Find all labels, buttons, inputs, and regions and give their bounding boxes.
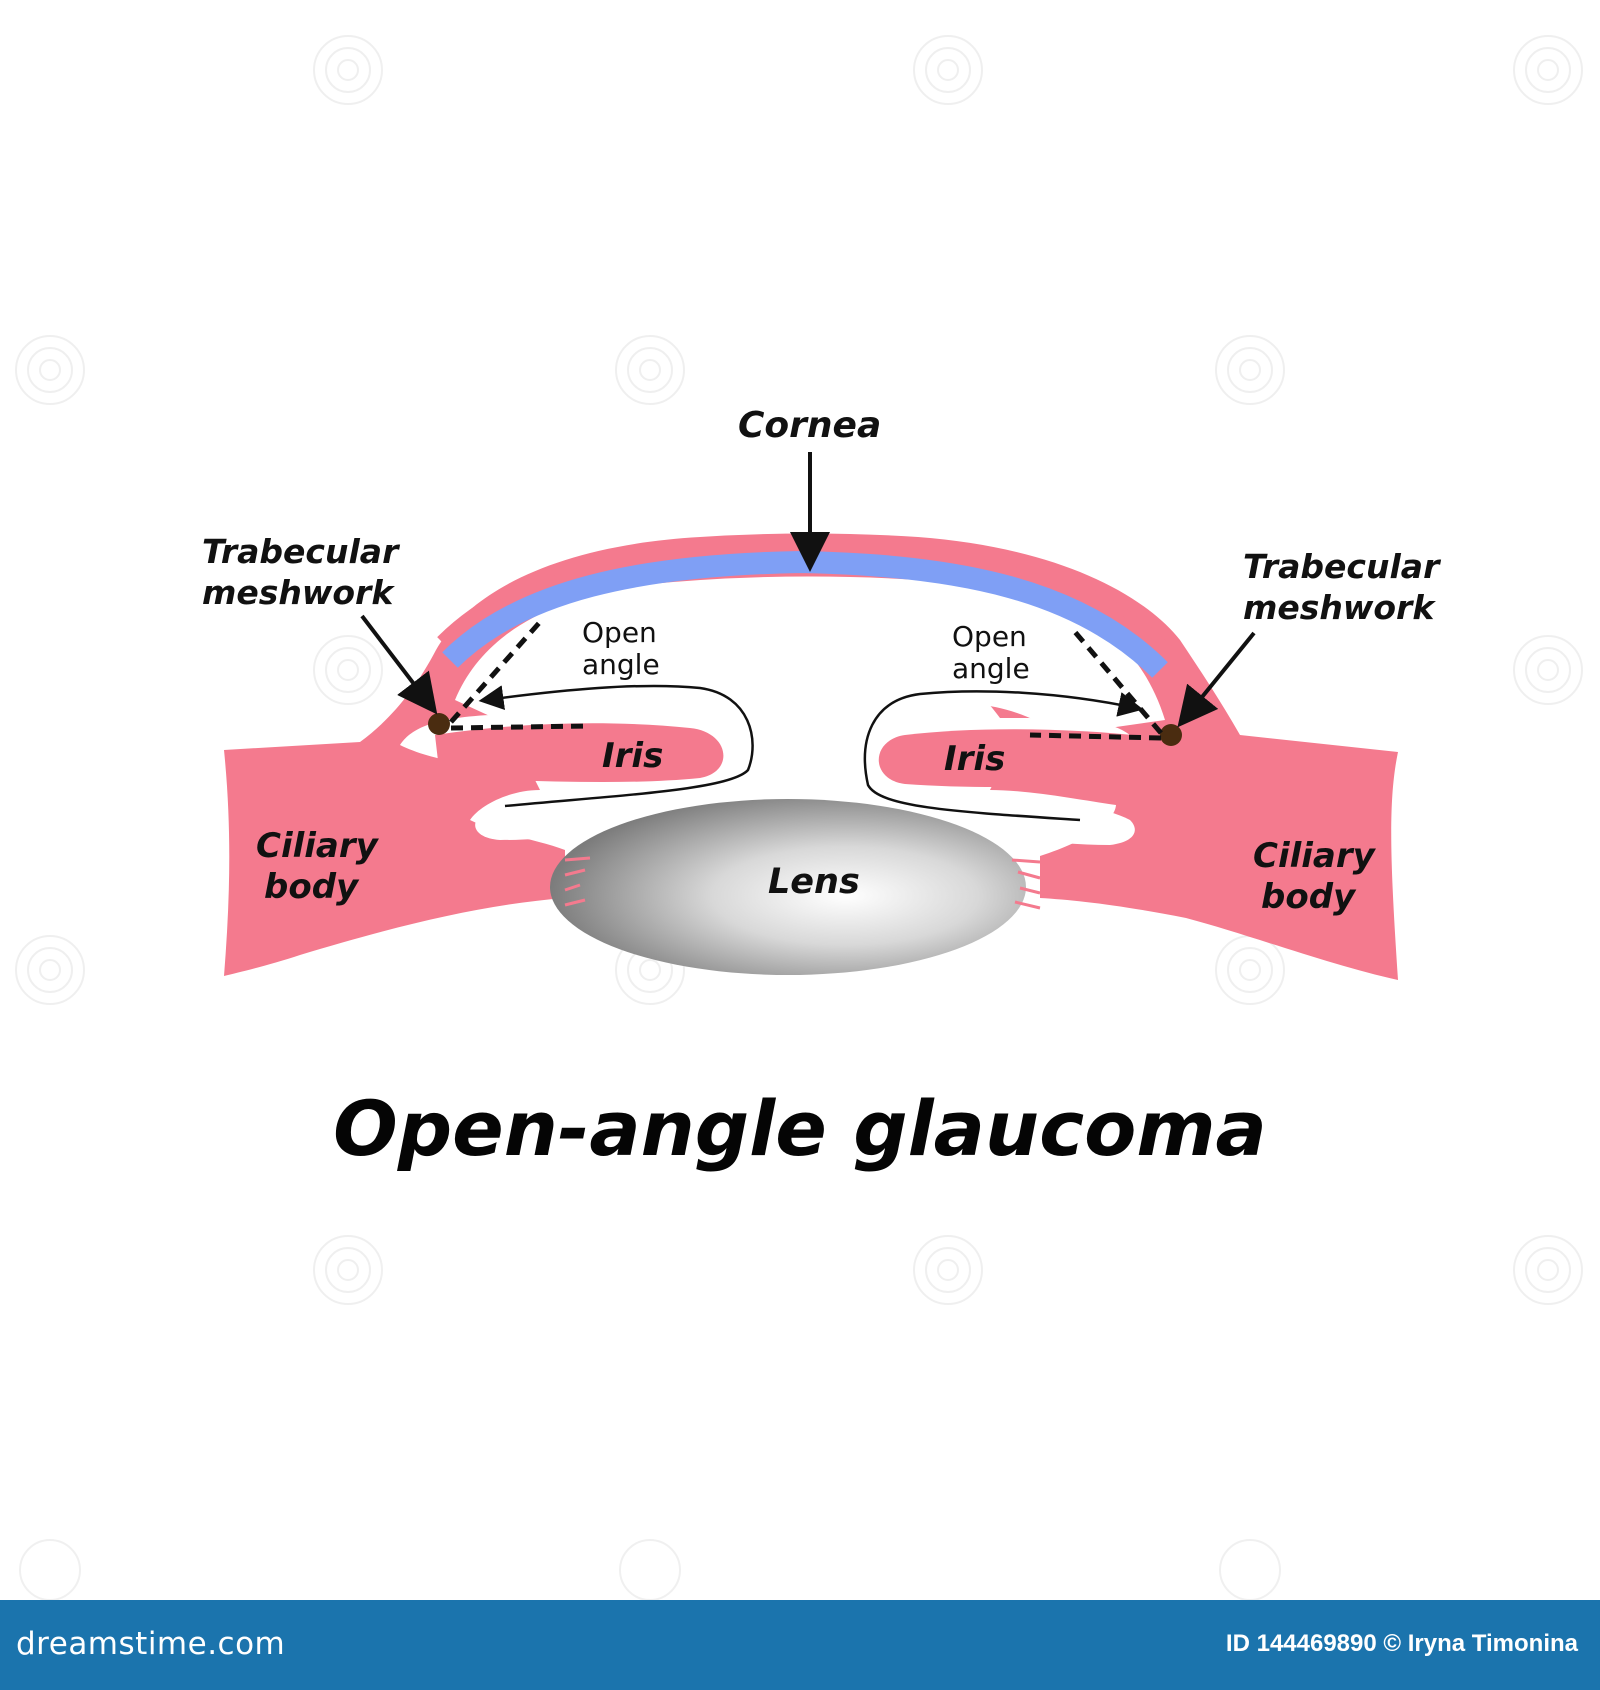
iris-right bbox=[878, 729, 1160, 788]
lens-label: Lens bbox=[768, 862, 860, 902]
flow-arrow-right bbox=[863, 690, 1144, 822]
iris-right-label: Iris bbox=[944, 739, 1005, 779]
angle-dashed-lines bbox=[449, 620, 1163, 741]
lens bbox=[550, 799, 1026, 975]
diagram-title: Open-angle glaucoma bbox=[333, 1084, 1267, 1173]
footer-brand[interactable]: dreamstime.com bbox=[16, 1626, 286, 1662]
ciliary-left-line1: Ciliary bbox=[256, 826, 380, 866]
trabecular-left-arrow bbox=[360, 614, 438, 715]
open-angle-right-line2: angle bbox=[952, 652, 1030, 685]
open-angle-right-line1: Open bbox=[952, 620, 1027, 653]
trabecular-left-label: Trabecular meshwork bbox=[202, 532, 410, 612]
open-angle-left-label: Open angle bbox=[582, 616, 666, 681]
trabecular-left-line2: meshwork bbox=[202, 573, 395, 612]
cornea-label: Cornea bbox=[738, 405, 881, 446]
trabecular-right-line2: meshwork bbox=[1243, 588, 1436, 627]
zonule-fibers bbox=[564, 856, 1041, 910]
trabecular-right-arrow bbox=[1177, 631, 1256, 728]
trabecular-right-line1: Trabecular bbox=[1243, 547, 1441, 586]
trabecular-right-label: Trabecular meshwork bbox=[1243, 547, 1451, 627]
posterior-chamber-right bbox=[920, 795, 1135, 845]
anterior-chamber bbox=[455, 576, 1165, 735]
trabecular-meshwork-right-dot bbox=[1160, 724, 1182, 746]
ciliary-left-line2: body bbox=[264, 867, 360, 907]
footer-credit: ID 144469890 © Iryna Timonina bbox=[1225, 1630, 1578, 1657]
glaucoma-diagram: Cornea Trabecular meshwork Trabecular me… bbox=[15, 35, 1583, 1600]
ciliary-right-line1: Ciliary bbox=[1253, 836, 1377, 876]
iris-left bbox=[435, 723, 724, 783]
open-angle-left-line1: Open bbox=[582, 616, 657, 649]
trabecular-left-line1: Trabecular bbox=[202, 532, 400, 571]
trabecular-meshwork-left-dot bbox=[428, 713, 450, 735]
ciliary-right-label: Ciliary body bbox=[1253, 836, 1387, 917]
flow-arrow-left bbox=[478, 684, 754, 808]
ciliary-right-line2: body bbox=[1261, 877, 1357, 917]
watermark bbox=[15, 35, 1583, 1600]
open-angle-right-label: Open angle bbox=[952, 620, 1036, 685]
iris-left-label: Iris bbox=[602, 736, 663, 776]
open-angle-left-line2: angle bbox=[582, 648, 660, 681]
posterior-chamber-left bbox=[475, 790, 690, 840]
ciliary-left-label: Ciliary body bbox=[256, 826, 390, 907]
footer-bar: dreamstime.com ID 144469890 © Iryna Timo… bbox=[0, 1600, 1600, 1690]
